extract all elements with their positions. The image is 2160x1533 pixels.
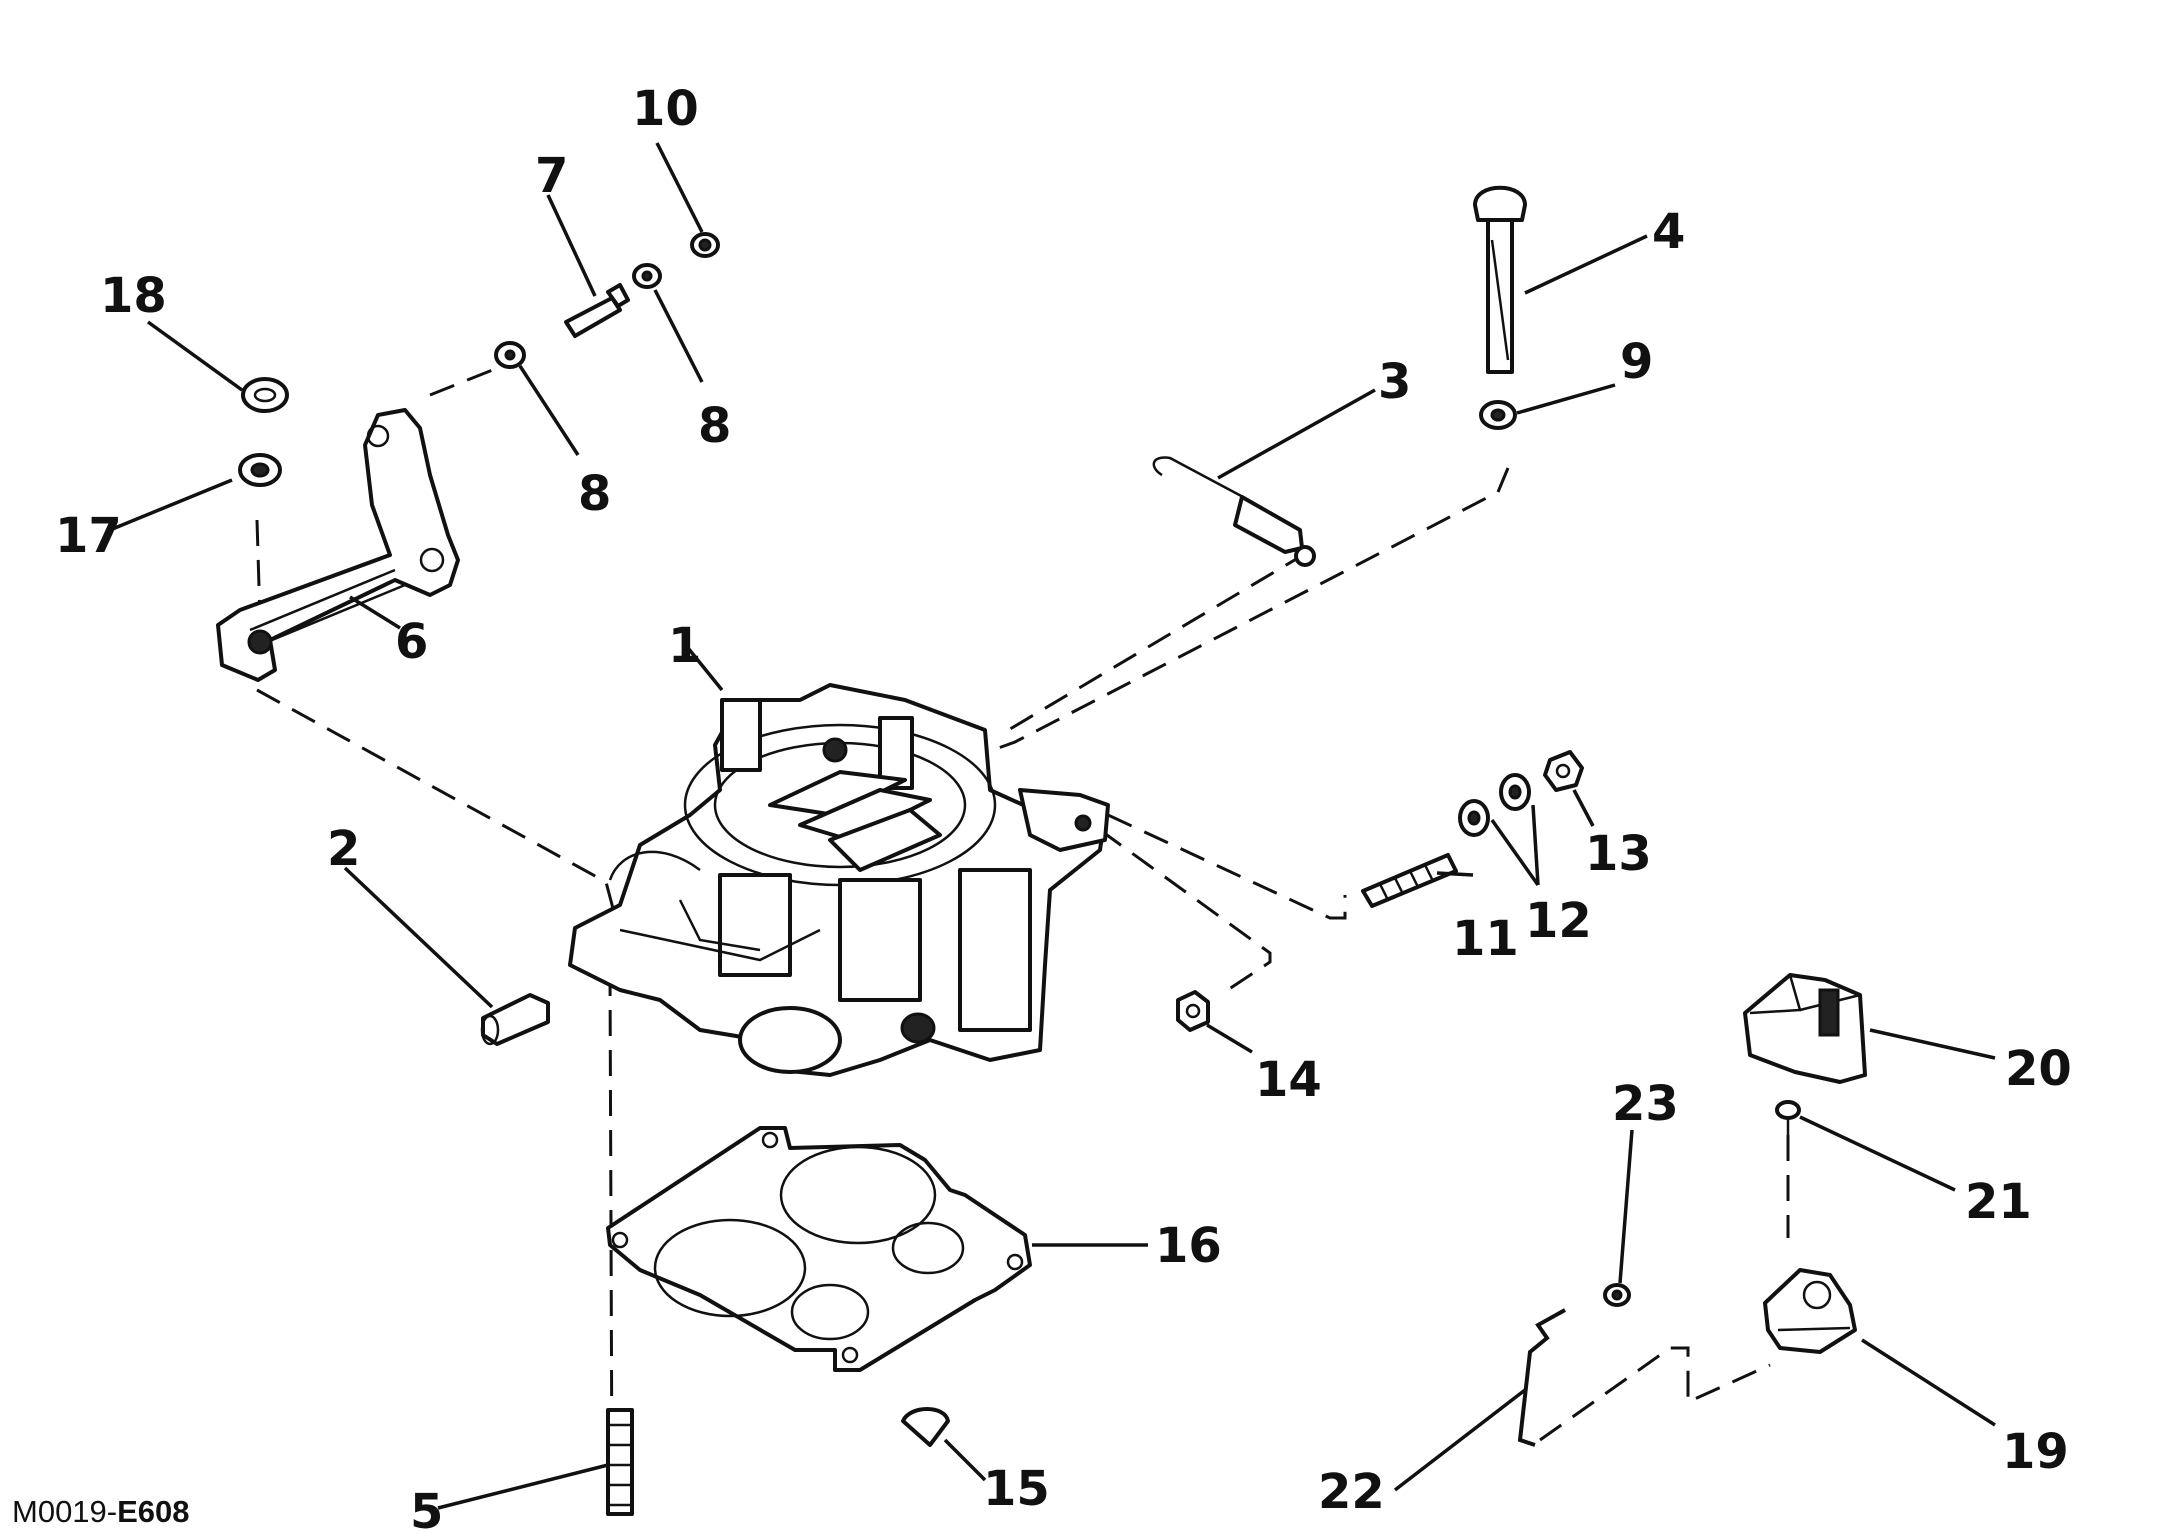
callout-17: 17 [55,508,122,564]
bolt-part [1473,185,1527,374]
callout-6: 6 [395,614,428,670]
plug-part [480,993,550,1046]
stud-part-11 [1361,853,1458,908]
pin-part [564,283,630,338]
nut-13 [1543,750,1584,792]
callout-20: 20 [2005,1041,2072,1097]
callout-23: 23 [1612,1076,1679,1132]
leader-3 [1217,388,1376,480]
leader-11 [1436,871,1474,877]
callout-5: 5 [410,1484,443,1533]
callout-18: 18 [100,268,167,324]
callout-labels: 1 2 3 4 5 6 7 8 8 9 10 11 12 13 14 15 16… [55,81,2072,1533]
gasket-part [606,1126,1032,1372]
callout-4: 4 [1652,204,1685,260]
plug-15 [901,1407,950,1447]
figure-code-suffix: E608 [117,1494,189,1529]
screw-part [1775,1100,1801,1137]
leader-23 [1618,1129,1634,1284]
leader-20 [1869,1028,1996,1060]
leader-lines [109,142,1996,1510]
callout-3: 3 [1378,354,1411,410]
callout-22: 22 [1318,1464,1385,1520]
callout-16: 16 [1155,1218,1222,1274]
wire-part [1517,1308,1566,1447]
callout-15: 15 [983,1461,1050,1517]
leader-6 [349,595,401,630]
leader-1 [686,646,724,692]
leader-18 [146,320,244,392]
nut-14 [1176,990,1210,1032]
leader-13 [1572,789,1595,827]
callout-8b: 8 [698,398,731,454]
callout-7: 7 [535,148,568,204]
spring-rod-part [1152,456,1316,567]
callout-10: 10 [632,81,699,137]
callout-12: 12 [1525,893,1592,949]
stud-part [606,1408,634,1516]
washers-and-nuts [238,232,1631,1447]
callout-2: 2 [327,821,360,877]
callout-1: 1 [668,618,701,674]
leader-7 [546,194,597,297]
callout-14: 14 [1255,1052,1322,1108]
leader-4 [1524,234,1648,295]
leader-21 [1799,1115,1956,1192]
cover-part [1743,973,1867,1084]
leader-15 [943,1438,987,1482]
leader-22 [1393,1388,1527,1492]
leader-8a [518,365,580,456]
leader-10 [655,142,704,233]
leader-12 [1490,804,1540,887]
callout-19: 19 [2002,1424,2069,1480]
callout-13: 13 [1585,826,1652,882]
leader-17 [109,478,233,532]
leader-19 [1861,1338,1996,1427]
carburetor-part [568,683,1110,1077]
leader-9 [1516,383,1616,415]
callout-9: 9 [1620,334,1653,390]
leader-8b [653,289,704,383]
callout-11: 11 [1452,911,1519,967]
leader-5 [437,1463,609,1510]
figure-code-prefix: M0019- [12,1494,117,1529]
figure-code: M0019-E608 [12,1494,190,1529]
bracket-part [1763,1268,1857,1354]
lever-bracket-part [216,408,460,682]
leader-2 [343,866,494,1009]
washer-18 [241,377,289,413]
leader-14 [1206,1023,1253,1054]
callout-21: 21 [1965,1174,2032,1230]
callout-8a: 8 [578,466,611,522]
